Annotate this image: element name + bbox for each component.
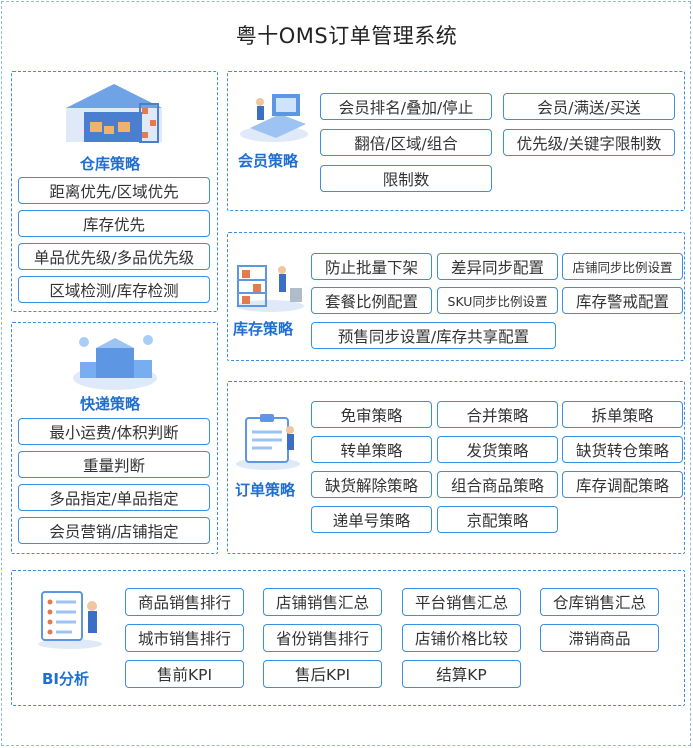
warehouse-panel	[11, 71, 218, 312]
bi-item-4[interactable]: 仓库销售汇总	[540, 588, 659, 616]
warehouse-icon	[66, 84, 162, 143]
inventory-item-1[interactable]: 防止批量下架	[311, 253, 432, 280]
bi-item-10[interactable]: 售后KPI	[263, 660, 382, 688]
bi-item-2[interactable]: 店铺销售汇总	[263, 588, 382, 616]
order-icon	[236, 414, 300, 470]
member-label: 会员策略	[238, 152, 299, 170]
order-item-4[interactable]: 转单策略	[311, 436, 432, 463]
order-item-9[interactable]: 库存调配策略	[562, 471, 683, 498]
inventory-item-6[interactable]: 库存警戒配置	[562, 287, 683, 314]
order-item-2[interactable]: 合并策略	[437, 401, 558, 428]
inventory-item-7[interactable]: 预售同步设置/库存共享配置	[311, 322, 556, 349]
member-item-2[interactable]: 会员/满送/买送	[503, 93, 675, 120]
order-item-6[interactable]: 缺货转仓策略	[562, 436, 683, 463]
bi-item-7[interactable]: 店铺价格比较	[402, 624, 521, 652]
bi-item-5[interactable]: 城市销售排行	[125, 624, 244, 652]
bi-item-8[interactable]: 滞销商品	[540, 624, 659, 652]
express-panel	[11, 322, 218, 554]
order-item-11[interactable]: 京配策略	[437, 506, 558, 533]
express-item-3[interactable]: 多品指定/单品指定	[18, 484, 210, 511]
member-item-3[interactable]: 翻倍/区域/组合	[320, 129, 492, 156]
bi-item-1[interactable]: 商品销售排行	[125, 588, 244, 616]
warehouse-item-2[interactable]: 库存优先	[18, 210, 210, 237]
bi-item-9[interactable]: 售前KPI	[125, 660, 244, 688]
inventory-item-2[interactable]: 差异同步配置	[437, 253, 558, 280]
order-item-5[interactable]: 发货策略	[437, 436, 558, 463]
warehouse-item-1[interactable]: 距离优先/区域优先	[18, 177, 210, 204]
bi-item-6[interactable]: 省份销售排行	[263, 624, 382, 652]
express-item-2[interactable]: 重量判断	[18, 451, 210, 478]
bi-panel	[11, 570, 685, 706]
bi-item-11[interactable]: 结算KP	[402, 660, 521, 688]
inventory-item-4[interactable]: 套餐比例配置	[311, 287, 432, 314]
inventory-icon	[236, 265, 304, 312]
express-item-4[interactable]: 会员营销/店铺指定	[18, 517, 210, 544]
bi-item-3[interactable]: 平台销售汇总	[402, 588, 521, 616]
warehouse-item-4[interactable]: 区域检测/库存检测	[18, 276, 210, 303]
inventory-item-5[interactable]: SKU同步比例设置	[437, 287, 558, 314]
express-icon	[73, 335, 157, 390]
member-item-4[interactable]: 优先级/关键字限制数	[503, 129, 675, 156]
warehouse-item-3[interactable]: 单品优先级/多品优先级	[18, 243, 210, 270]
inventory-item-3[interactable]: 店铺同步比例设置	[562, 253, 683, 280]
member-panel	[227, 71, 685, 211]
express-item-1[interactable]: 最小运费/体积判断	[18, 418, 210, 445]
member-item-5[interactable]: 限制数	[320, 165, 492, 192]
order-panel	[227, 381, 685, 554]
bi-icon	[38, 591, 102, 649]
order-item-1[interactable]: 免审策略	[311, 401, 432, 428]
order-item-7[interactable]: 缺货解除策略	[311, 471, 432, 498]
order-item-10[interactable]: 递单号策略	[311, 506, 432, 533]
order-item-8[interactable]: 组合商品策略	[437, 471, 558, 498]
member-item-1[interactable]: 会员排名/叠加/停止	[320, 93, 492, 120]
express-label: 快递策略	[80, 395, 141, 413]
order-item-3[interactable]: 拆单策略	[562, 401, 683, 428]
inventory-panel	[227, 232, 685, 361]
order-label: 订单策略	[235, 481, 296, 499]
bi-label: BI分析	[42, 670, 90, 688]
page-title: 粤十OMS订单管理系统	[235, 24, 458, 48]
member-icon	[240, 94, 308, 142]
warehouse-label: 仓库策略	[80, 155, 141, 173]
inventory-label: 库存策略	[233, 320, 294, 338]
